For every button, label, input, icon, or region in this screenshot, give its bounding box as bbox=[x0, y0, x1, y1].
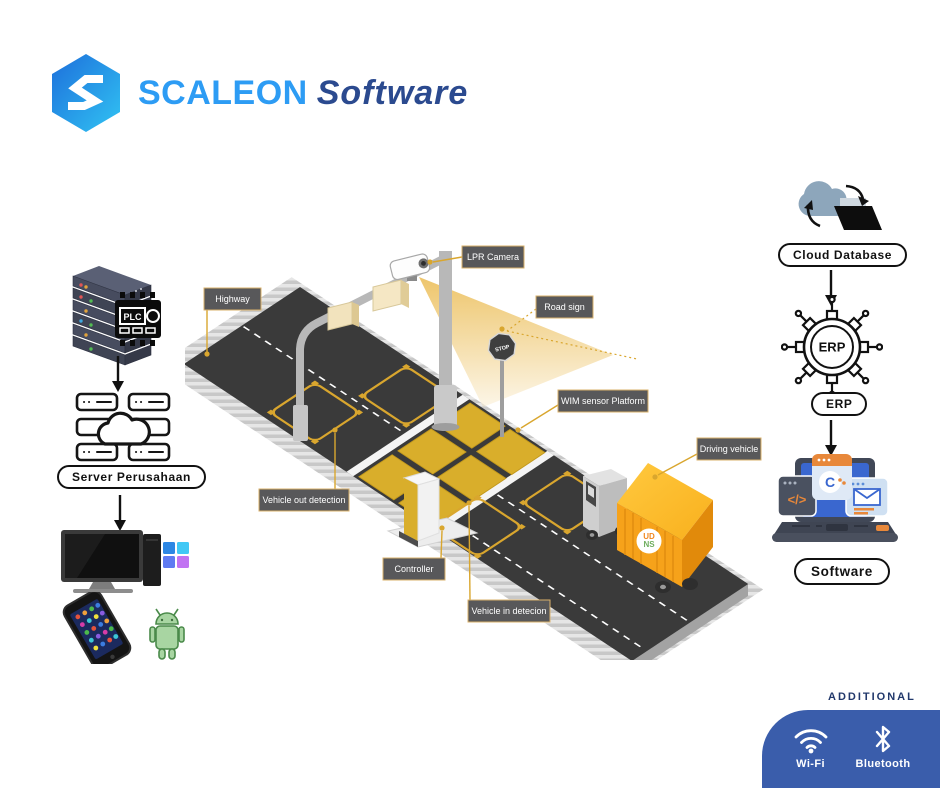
additional-panel: Wi-Fi Bluetooth bbox=[762, 710, 940, 788]
svg-text:WIM sensor Platform: WIM sensor Platform bbox=[561, 396, 645, 406]
brand-product: Software bbox=[316, 73, 469, 112]
lane-markings bbox=[242, 326, 690, 651]
label-highway: Highway bbox=[203, 287, 262, 357]
erp-label: ERP bbox=[811, 392, 868, 416]
driving-truck: UD NS bbox=[583, 463, 713, 593]
label-vehicle-in: Vehicle in detecion bbox=[466, 500, 551, 623]
scaleon-hexagon-icon bbox=[52, 54, 120, 132]
bluetooth-item: Bluetooth bbox=[856, 724, 911, 770]
svg-text:Highway: Highway bbox=[215, 294, 250, 304]
down-arrow bbox=[112, 356, 124, 392]
smartphone-android-icons bbox=[62, 592, 185, 664]
label-wim-sensor: WIM sensor Platform bbox=[515, 389, 649, 433]
lpr-camera-device bbox=[389, 253, 431, 281]
brand-name: SCALEON bbox=[138, 73, 308, 112]
label-road-sign: Road sign bbox=[506, 295, 638, 360]
folder-shape bbox=[834, 206, 882, 230]
windows-logo-icon bbox=[163, 542, 189, 568]
server-leds bbox=[79, 283, 93, 351]
truck-container: UD NS bbox=[617, 463, 713, 593]
down-arrow bbox=[114, 495, 126, 531]
controller-cabinet bbox=[386, 471, 479, 548]
cloud-database-label: Cloud Database bbox=[778, 243, 908, 267]
code-window: </> bbox=[777, 475, 817, 517]
truck-badge-bottom: NS bbox=[643, 540, 655, 549]
label-driving-vehicle: Driving vehicle bbox=[652, 437, 762, 480]
down-arrow bbox=[825, 420, 837, 456]
wifi-icon bbox=[794, 729, 827, 754]
code-icon: </> bbox=[788, 492, 807, 507]
label-controller: Controller bbox=[382, 525, 446, 581]
cloud-shape bbox=[96, 411, 151, 446]
plc-chip-text: PLC bbox=[124, 312, 143, 322]
gantry-sign-boxes bbox=[327, 279, 409, 331]
desktop-pc-icon bbox=[61, 530, 161, 593]
svg-text:Controller: Controller bbox=[394, 564, 433, 574]
software-laptop-icon: </> C bbox=[772, 454, 898, 542]
label-lpr-camera: LPR Camera bbox=[427, 245, 525, 269]
erp-gear-text: ERP bbox=[819, 340, 846, 355]
gantry bbox=[293, 251, 460, 441]
bluetooth-label: Bluetooth bbox=[855, 758, 911, 770]
c-logo-window: C bbox=[812, 454, 852, 500]
stop-sign-text: STOP bbox=[495, 344, 511, 353]
label-vehicle-out: Vehicle out detection bbox=[258, 427, 350, 512]
svg-text:Vehicle in detecion: Vehicle in detecion bbox=[471, 606, 546, 616]
road-sign-post: STOP bbox=[487, 326, 517, 437]
truck-badge-top: UD bbox=[643, 532, 655, 541]
c-logo: C bbox=[825, 474, 835, 490]
erp-gear-icon: ERP bbox=[781, 298, 883, 399]
plc-server-stack-icon: PLC bbox=[72, 266, 161, 366]
wifi-label: Wi-Fi bbox=[796, 758, 825, 770]
camera-beam bbox=[419, 277, 613, 407]
server-cloud-icon bbox=[75, 392, 171, 462]
android-icon bbox=[149, 608, 185, 660]
software-label: Software bbox=[794, 558, 890, 585]
wim-highway-scene: STOP bbox=[185, 245, 764, 660]
cloud-database-icon bbox=[798, 181, 882, 230]
truck-badge bbox=[636, 528, 662, 554]
svg-text:Driving vehicle: Driving vehicle bbox=[700, 444, 759, 454]
additional-title: ADDITIONAL bbox=[828, 691, 916, 703]
bluetooth-icon bbox=[875, 725, 891, 753]
laptop-orange-key bbox=[876, 525, 889, 531]
desktop-windows-icons bbox=[61, 530, 189, 593]
email-window bbox=[845, 477, 889, 517]
svg-text:LPR Camera: LPR Camera bbox=[467, 252, 519, 262]
svg-text:Vehicle out detection: Vehicle out detection bbox=[262, 495, 345, 505]
svg-text:Road sign: Road sign bbox=[544, 302, 585, 312]
plc-chip-icon: PLC bbox=[115, 292, 161, 346]
wifi-item: Wi-Fi bbox=[792, 724, 830, 770]
smartphone-icon bbox=[62, 592, 132, 664]
server-perusahaan-label: Server Perusahaan bbox=[57, 465, 206, 489]
